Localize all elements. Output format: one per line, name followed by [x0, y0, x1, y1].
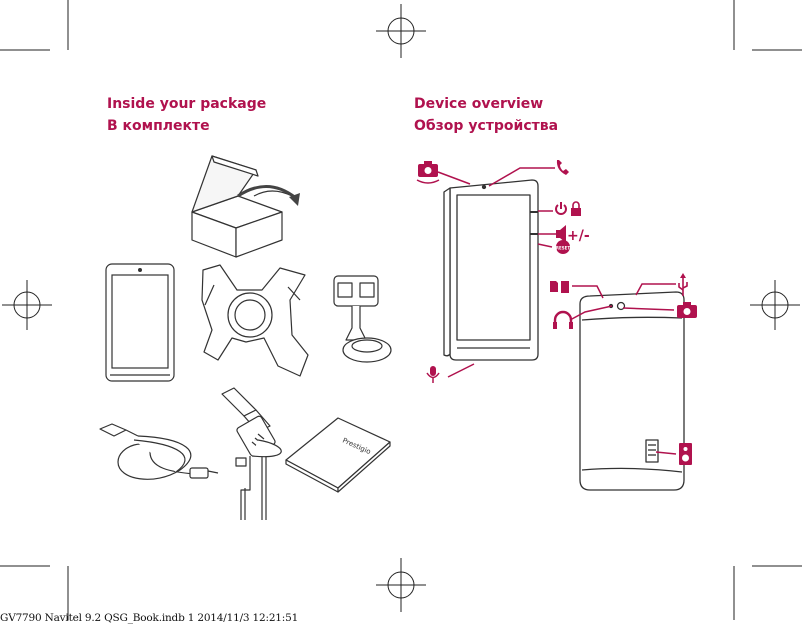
sim-sd-icon [550, 281, 569, 293]
registration-mark-right [750, 280, 800, 330]
lock-icon [571, 201, 581, 216]
tablet-back-view [579, 291, 685, 491]
registration-mark-top [376, 4, 426, 58]
crop-marks [0, 0, 802, 620]
overview-title-ru: Обзор устройства [414, 118, 559, 134]
phone-icon [556, 160, 569, 175]
callout-leaders [437, 167, 677, 455]
print-slug: GV7790 Navitel 9.2 QSG_Book.indb 1 2014/… [0, 612, 299, 624]
car-holder-illustration [201, 264, 309, 377]
registration-mark-left [2, 280, 52, 330]
package-title-en: Inside your package [107, 96, 267, 112]
reset-icon: RESET [556, 240, 570, 254]
package-box-illustration [191, 155, 300, 258]
headphones-icon [553, 310, 573, 329]
tablet-front-view [443, 179, 539, 361]
suction-mount-illustration [333, 275, 392, 363]
tablet-front-illustration [105, 263, 175, 382]
package-title-ru: В комплекте [107, 118, 210, 134]
volume-icon [556, 225, 566, 243]
user-guide-booklet-illustration: Prestigio [285, 417, 391, 493]
volume-label: +/- [567, 228, 590, 244]
usb-icon [678, 273, 688, 296]
reset-label: RESET [556, 246, 570, 251]
camera-rotate-icon [416, 161, 440, 184]
registration-mark-bottom [376, 558, 426, 612]
car-charger-illustration [221, 387, 282, 520]
power-icon [555, 202, 567, 215]
microphone-icon [426, 366, 440, 383]
usb-cable-illustration [99, 423, 219, 480]
overview-title-en: Device overview [414, 96, 544, 112]
camera-icon [677, 302, 697, 318]
speaker-icon [679, 443, 692, 465]
